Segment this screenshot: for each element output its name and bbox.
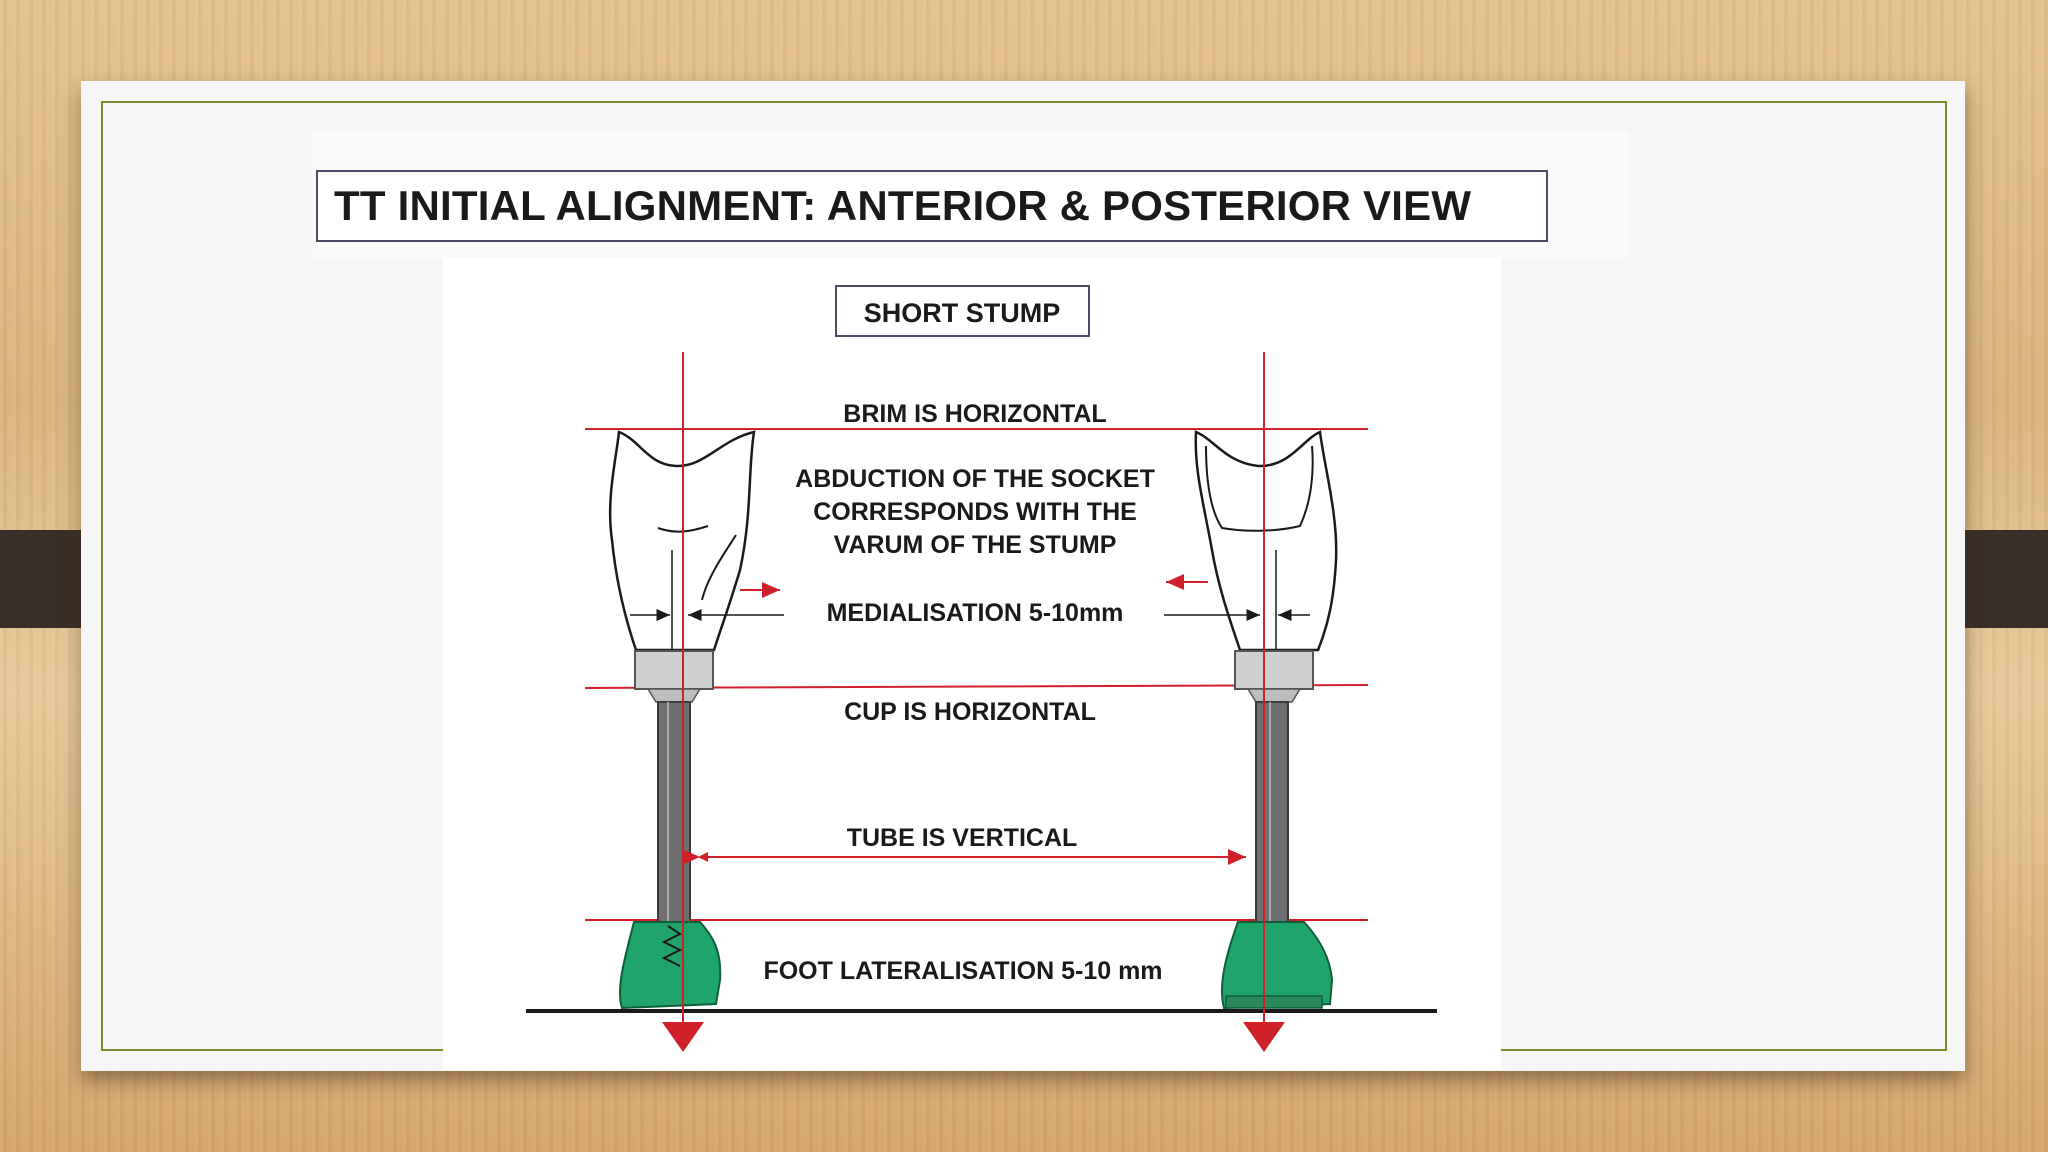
label-abduction-line1: ABDUCTION OF THE SOCKET — [795, 465, 1155, 493]
left-load-arrow — [662, 1022, 704, 1052]
label-abduction-line3: VARUM OF THE STUMP — [834, 531, 1117, 559]
right-foot — [1221, 921, 1334, 1010]
left-pylon — [657, 701, 691, 923]
left-foot — [618, 921, 722, 1010]
right-prosthesis — [1194, 430, 1338, 1010]
label-foot-lateralisation: FOOT LATERALISATION 5-10 mm — [763, 957, 1162, 985]
label-cup-horizontal: CUP IS HORIZONTAL — [844, 698, 1096, 726]
subtitle-box — [835, 285, 1090, 337]
left-prosthesis — [608, 430, 756, 1010]
slide-title: TT INITIAL ALIGNMENT: ANTERIOR & POSTERI… — [316, 170, 1548, 242]
left-cup — [634, 650, 714, 690]
label-medialisation: MEDIALISATION 5-10mm — [827, 599, 1124, 627]
right-socket — [1194, 430, 1338, 652]
right-pylon — [1255, 701, 1289, 923]
diagram-background — [443, 258, 1501, 1070]
right-cup — [1234, 650, 1314, 690]
subtitle-short-stump: SHORT STUMP — [864, 298, 1061, 328]
label-abduction-line2: CORRESPONDS WITH THE — [813, 498, 1137, 526]
label-tube-vertical: TUBE IS VERTICAL — [847, 824, 1078, 852]
label-brim-horizontal: BRIM IS HORIZONTAL — [843, 400, 1106, 428]
right-load-arrow — [1243, 1022, 1285, 1052]
